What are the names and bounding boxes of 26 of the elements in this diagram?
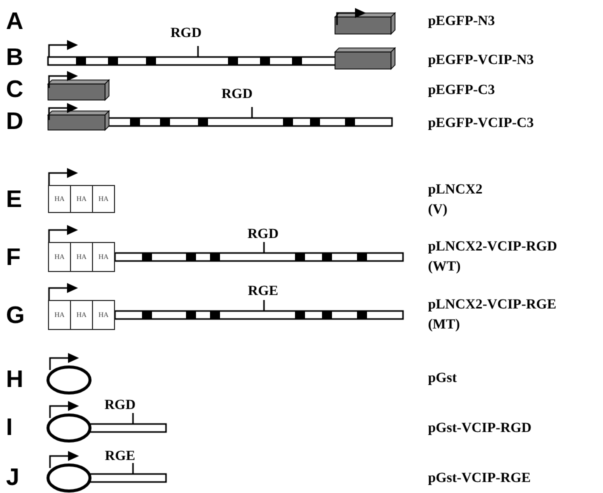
panel-letter: J — [6, 466, 20, 490]
panel-letter: G — [6, 304, 25, 328]
panel-letter: B — [6, 46, 24, 70]
construct-name: pGst — [428, 370, 458, 388]
motif-label: RGE — [248, 285, 278, 299]
panel-letter: D — [6, 110, 24, 134]
panel-letter: C — [6, 78, 24, 102]
motif-label: RGD — [221, 88, 253, 102]
construct-name: pGst-VCIP-RGD — [428, 420, 532, 438]
motif-label: RGD — [104, 399, 136, 413]
construct-name: pGst-VCIP-RGE — [428, 470, 532, 488]
construct-name: pLNCX2-VCIP-RGD (WT) — [428, 238, 558, 276]
motif-label: RGD — [170, 27, 202, 41]
construct-name: pEGFP-VCIP-C3 — [428, 115, 535, 134]
panel-letter: A — [6, 10, 24, 34]
panel-letter: I — [6, 416, 13, 440]
panel-letter: E — [6, 188, 22, 212]
panel-letter: F — [6, 246, 21, 270]
motif-label: RGD — [247, 228, 279, 242]
construct-name: pEGFP-N3 — [428, 13, 496, 32]
construct-name: pLNCX2 (V) — [428, 181, 484, 219]
construct-name: pEGFP-C3 — [428, 82, 496, 100]
construct-name: pEGFP-VCIP-N3 — [428, 52, 535, 70]
motif-label: RGE — [104, 450, 136, 464]
panel-letter: H — [6, 368, 24, 392]
construct-name: pLNCX2-VCIP-RGE (MT) — [428, 296, 558, 334]
